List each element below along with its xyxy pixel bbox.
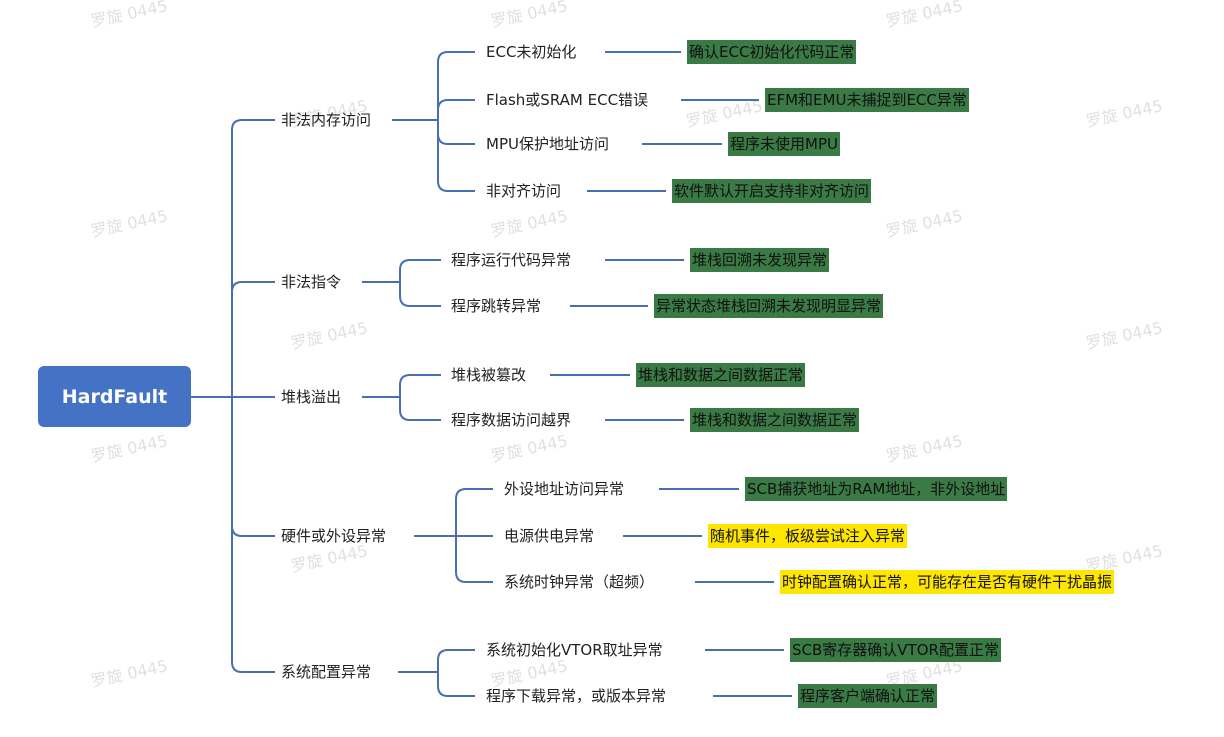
cause-label: ECC未初始化 [486,43,577,61]
result-label: 程序未使用MPU [728,132,840,156]
cause-label: 程序下载异常，或版本异常 [486,687,667,705]
result-label: EFM和EMU未捕捉到ECC异常 [765,88,969,112]
result-label: 堆栈和数据之间数据正常 [636,363,806,387]
cause-label: 堆栈被篡改 [451,366,527,384]
cause-label: 程序跳转异常 [451,297,542,315]
result-label: 程序客户端确认正常 [798,684,938,708]
category-system-config: 系统配置异常 [281,663,372,681]
result-label: SCB捕获地址为RAM地址，非外设地址 [745,477,1008,501]
result-label: 异常状态堆栈回溯未发现明显异常 [654,294,884,318]
result-label: 时钟配置确认正常，可能存在是否有硬件干扰晶振 [780,570,1115,594]
result-label: 堆栈和数据之间数据正常 [690,408,860,432]
result-label: 软件默认开启支持非对齐访问 [672,179,872,203]
result-label: 确认ECC初始化代码正常 [687,40,857,64]
result-label: SCB寄存器确认VTOR配置正常 [790,638,1001,662]
cause-label: 系统初始化VTOR取址异常 [486,641,663,659]
category-illegal-memory-access: 非法内存访问 [281,111,372,129]
cause-label: 电源供电异常 [504,527,595,545]
cause-label: 非对齐访问 [486,182,562,200]
category-illegal-instruction: 非法指令 [281,273,342,291]
cause-label: 外设地址访问异常 [504,480,625,498]
cause-label: MPU保护地址访问 [486,135,609,153]
cause-label: 程序运行代码异常 [451,251,572,269]
category-stack-overflow: 堆栈溢出 [281,388,342,406]
cause-label: Flash或SRAM ECC错误 [486,91,649,109]
category-hardware-peripheral: 硬件或外设异常 [281,527,387,545]
cause-label: 系统时钟异常（超频） [504,573,655,591]
result-label: 堆栈回溯未发现异常 [690,248,830,272]
cause-label: 程序数据访问越界 [451,411,572,429]
root-node: HardFault [38,366,191,427]
result-label: 随机事件，板级尝试注入异常 [708,524,908,548]
